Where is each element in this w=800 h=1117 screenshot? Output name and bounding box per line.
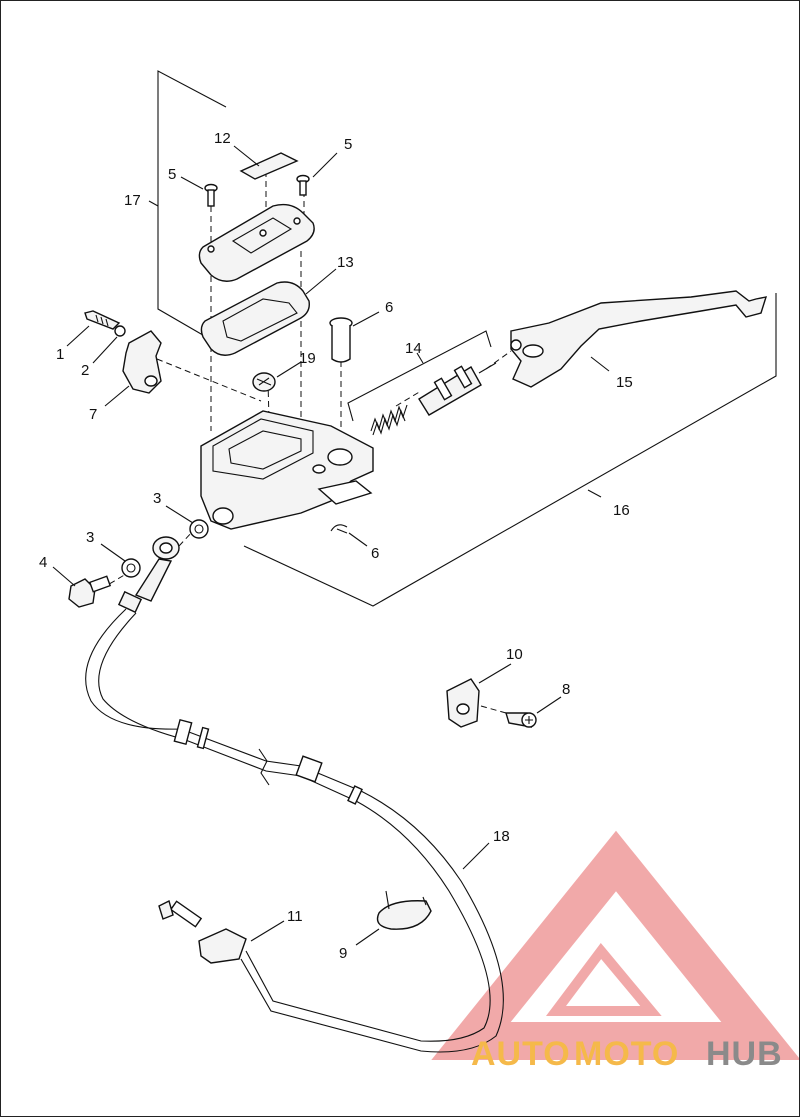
bracket-16 — [243, 293, 777, 607]
part-3-washer-lower — [121, 558, 141, 578]
part-6-pivot-pin — [329, 317, 353, 363]
callout-3-upper: 3 — [153, 490, 161, 507]
part-12-cover-plate — [239, 152, 299, 180]
part-1-bolt — [84, 310, 121, 330]
part-11-fitting — [158, 899, 247, 964]
watermark-auto: AUTO — [471, 1035, 571, 1073]
bracket-17 — [148, 70, 227, 339]
watermark-hub: HUB — [706, 1035, 783, 1073]
part-18-hydraulic-line — [85, 608, 504, 1053]
part-8-screw — [505, 712, 537, 728]
callout-12: 12 — [214, 130, 231, 147]
callout-10: 10 — [506, 646, 523, 663]
callout-19: 19 — [299, 350, 316, 367]
callout-6-upper: 6 — [385, 299, 393, 316]
watermark-logo — [431, 830, 799, 1060]
part-19-sight-glass — [252, 372, 276, 392]
part-15-lever — [510, 290, 768, 388]
part-3-washer-upper — [189, 519, 209, 539]
callout-1: 1 — [56, 346, 64, 363]
callout-4: 4 — [39, 554, 47, 571]
callout-13: 13 — [337, 254, 354, 271]
callout-14: 14 — [405, 340, 422, 357]
callout-6-lower: 6 — [371, 545, 379, 562]
watermark-moto: MOTO — [574, 1035, 679, 1073]
callout-9: 9 — [339, 945, 347, 962]
part-5-screw-left — [204, 183, 218, 207]
part-9-clip — [376, 890, 432, 930]
part-2-washer — [114, 325, 126, 337]
leader-lines — [52, 145, 610, 946]
part-4-banjo-bolt — [68, 575, 112, 608]
part-14-spring — [370, 404, 408, 436]
callout-labels: 1 2 3 3 4 5 5 6 6 7 8 9 10 11 12 13 14 1… — [39, 130, 633, 962]
callout-11: 11 — [287, 908, 303, 925]
part-13-gasket — [200, 281, 310, 356]
part-7-clamp — [122, 330, 162, 394]
part-10-clamp — [446, 678, 480, 728]
part-14-piston — [418, 362, 497, 416]
callout-7: 7 — [89, 406, 97, 423]
part-6-clip — [330, 524, 348, 534]
callout-16: 16 — [613, 502, 630, 519]
callout-18: 18 — [493, 828, 510, 845]
callout-5-right: 5 — [344, 136, 352, 153]
callout-17: 17 — [124, 192, 141, 209]
bracket-14 — [347, 330, 492, 422]
reservoir-cover — [198, 203, 315, 282]
banjo-fitting — [117, 536, 180, 614]
callout-2: 2 — [81, 362, 89, 379]
callout-8: 8 — [562, 681, 570, 698]
callout-15: 15 — [616, 374, 633, 391]
master-cylinder-body — [200, 410, 374, 530]
callout-5-left: 5 — [168, 166, 176, 183]
callout-3-lower: 3 — [86, 529, 94, 546]
part-5-screw-right — [296, 174, 310, 196]
watermark-text: AUTO MOTO HUB — [471, 1035, 783, 1073]
